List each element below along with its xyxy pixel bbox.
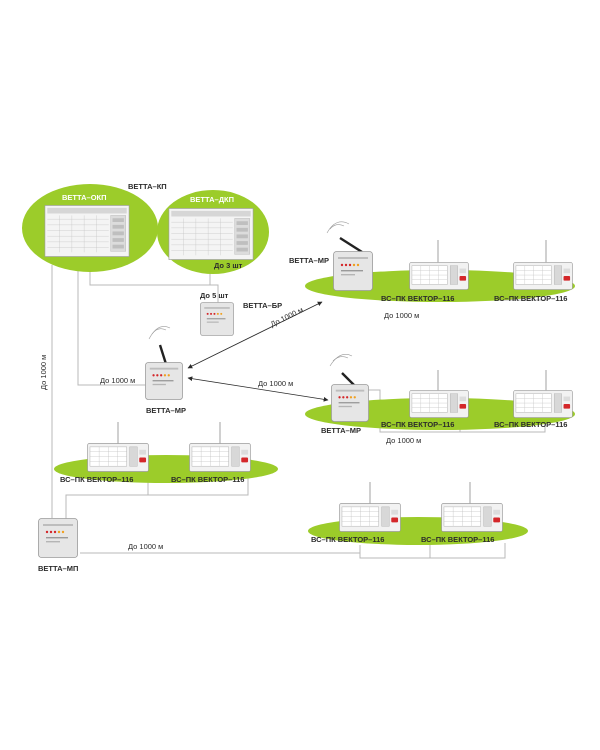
label-vektor-top-1: ВС–ПК ВЕКТОР–116 [381, 294, 454, 303]
label-vetta-mr-right: ВЕТТА–МР [321, 426, 361, 435]
okp-panel-device [44, 205, 130, 257]
radio-link-arrow-lower [187, 376, 329, 402]
label-vetta-okp: ВЕТТА–ОКП [62, 193, 107, 202]
label-vetta-kp: ВЕТТА–КП [128, 182, 167, 191]
label-vetta-mr-middle: ВЕТТА–МР [146, 406, 186, 415]
label-vektor-top-2: ВС–ПК ВЕКТОР–116 [494, 294, 567, 303]
mp-device [38, 518, 78, 558]
label-distance-top-group: До 1000 м [384, 311, 419, 320]
label-do-3-sht: До 3 шт [214, 261, 243, 270]
radio-link-arrow-upper [187, 301, 323, 369]
label-distance-vertical: До 1000 м [39, 355, 48, 390]
label-vektor-left-2: ВС–ПК ВЕКТОР–116 [171, 475, 244, 484]
label-vektor-bottom-1: ВС–ПК ВЕКТОР–116 [311, 535, 384, 544]
label-vektor-mid-2: ВС–ПК ВЕКТОР–116 [494, 420, 567, 429]
label-distance-mp-bottom: До 1000 м [128, 542, 163, 551]
label-vetta-mp: ВЕТТА–МП [38, 564, 78, 573]
label-vektor-bottom-2: ВС–ПК ВЕКТОР–116 [421, 535, 494, 544]
label-vektor-left-1: ВС–ПК ВЕКТОР–116 [60, 475, 133, 484]
label-vetta-dkp: ВЕТТА–ДКП [190, 195, 234, 204]
label-do-5-sht: До 5 шт [200, 291, 229, 300]
dkp-panel-device [168, 208, 254, 260]
mr-device-right [329, 354, 370, 422]
vektor-panels [87, 240, 573, 532]
label-distance-mid-group: До 1000 м [386, 436, 421, 445]
mr-device-middle [144, 326, 184, 400]
label-vektor-mid-1: ВС–ПК ВЕКТОР–116 [381, 420, 454, 429]
label-distance-middle-mr: До 1000 м [100, 376, 135, 385]
mr-device-top [326, 221, 373, 291]
br-device [200, 302, 234, 336]
label-vetta-br: ВЕТТА–БР [243, 301, 282, 310]
label-distance-radio-lower: До 1000 м [258, 379, 293, 388]
label-vetta-mr-top: ВЕТТА–МР [289, 256, 329, 265]
